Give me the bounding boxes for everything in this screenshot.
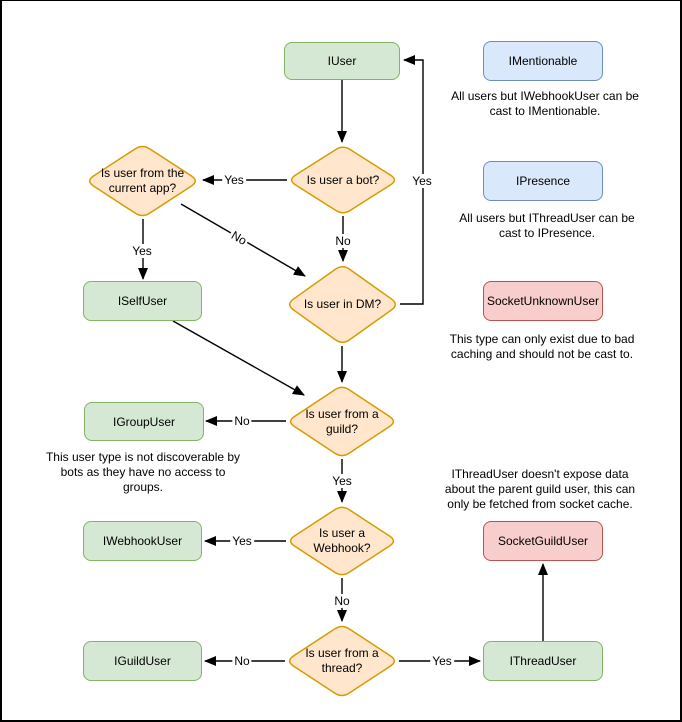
edge-label-no-thread-to-guilduser: No — [232, 654, 252, 668]
edge-label-yes-thread-to-threaduser: Yes — [430, 654, 454, 668]
node-socketunknownuser: SocketUnknownUser — [483, 281, 603, 321]
decision-label: Is user in DM? — [303, 297, 382, 311]
decision-label: Is user from the current app? — [100, 166, 185, 195]
diamond-shape — [286, 384, 398, 459]
diamond-shape — [287, 144, 399, 216]
edge-label-yes-bot-to-app: Yes — [222, 173, 246, 187]
node-iselfuser: ISelfUser — [83, 281, 202, 321]
caption-line: bots as they have no access to — [60, 465, 226, 479]
edge-label-yes-guild-to-webhook: Yes — [330, 474, 354, 488]
diamond-shape — [285, 623, 399, 699]
decision-is-user-from-thread: Is user from a thread? — [285, 623, 399, 699]
diamond-shape — [85, 143, 200, 219]
node-igroupuser: IGroupUser — [84, 402, 204, 441]
caption-igroupuser: This user type is not discoverable by bo… — [37, 450, 249, 495]
edge-label-yes-app-to-selfuser: Yes — [130, 244, 154, 258]
node-imentionable: IMentionable — [483, 41, 603, 81]
edge-label-yes-webhook-to-webhookuser: Yes — [230, 534, 254, 548]
decision-is-user-from-current-app: Is user from the current app? — [85, 143, 200, 219]
node-label: IMentionable — [508, 54, 578, 68]
node-label: IGuildUser — [114, 654, 171, 668]
edge-label-no-bot-to-dm: No — [333, 234, 353, 248]
node-iguilduser: IGuildUser — [83, 641, 202, 681]
decision-label: Is user from a thread? — [305, 646, 379, 675]
decision-label: Is user from a guild? — [305, 406, 379, 436]
edge-selfuser-to-guild — [172, 320, 305, 396]
decision-is-user-a-webhook: Is user a Webhook? — [286, 504, 398, 578]
node-iuser: IUser — [284, 42, 400, 80]
decision-is-user-from-guild: Is user from a guild? — [286, 384, 398, 459]
caption-socketunknownuser: This type can only exist due to bad cach… — [436, 332, 648, 362]
node-label: IUser — [327, 54, 357, 68]
caption-line: groups. — [122, 480, 164, 494]
caption-line: This type can only exist due to bad — [449, 332, 635, 346]
node-iwebhookuser: IWebhookUser — [83, 521, 202, 561]
edge-label-yes-dm-to-iuser: Yes — [410, 174, 434, 188]
node-label: IWebhookUser — [102, 534, 183, 548]
diamond-shape — [286, 504, 398, 578]
caption-ipresence: All users but IThreadUser can be cast to… — [441, 211, 653, 241]
decision-label: Is user a Webhook? — [313, 526, 371, 555]
decision-is-user-a-bot: Is user a bot? — [287, 144, 399, 216]
caption-imentionable: All users but IWebhookUser can be cast t… — [439, 89, 651, 119]
node-label: SocketUnknownUser — [486, 294, 600, 308]
caption-line: All users but IThreadUser can be — [459, 211, 635, 225]
caption-line: only be fetched from socket cache. — [447, 497, 633, 511]
caption-ithreaduser: IThreadUser doesn't expose data about th… — [434, 467, 646, 512]
edge-label-no-guild-to-groupuser: No — [232, 414, 252, 428]
caption-line: This user type is not discoverable by — [45, 450, 241, 464]
node-label: IPresence — [515, 174, 571, 188]
caption-line: caching and should not be cast to. — [450, 347, 634, 361]
node-ipresence: IPresence — [483, 161, 603, 201]
decision-is-user-in-dm: Is user in DM? — [285, 263, 400, 346]
node-ithreaduser: IThreadUser — [483, 641, 603, 681]
caption-line: cast to IPresence. — [498, 226, 596, 240]
caption-line: All users but IWebhookUser can be — [451, 89, 639, 103]
caption-line: about the parent guild user, this can — [444, 482, 636, 496]
node-socketguilduser: SocketGuildUser — [483, 521, 603, 561]
edge-label-no-webhook-to-thread: No — [332, 594, 352, 608]
decision-label: Is user a bot? — [306, 172, 380, 187]
diamond-shape — [285, 263, 400, 346]
node-label: ISelfUser — [117, 294, 168, 308]
node-label: IThreadUser — [509, 654, 577, 668]
node-label: IGroupUser — [112, 414, 176, 429]
caption-line: IThreadUser doesn't expose data — [451, 467, 629, 481]
caption-line: cast to IMentionable. — [489, 104, 601, 118]
node-label: SocketGuildUser — [497, 534, 589, 548]
